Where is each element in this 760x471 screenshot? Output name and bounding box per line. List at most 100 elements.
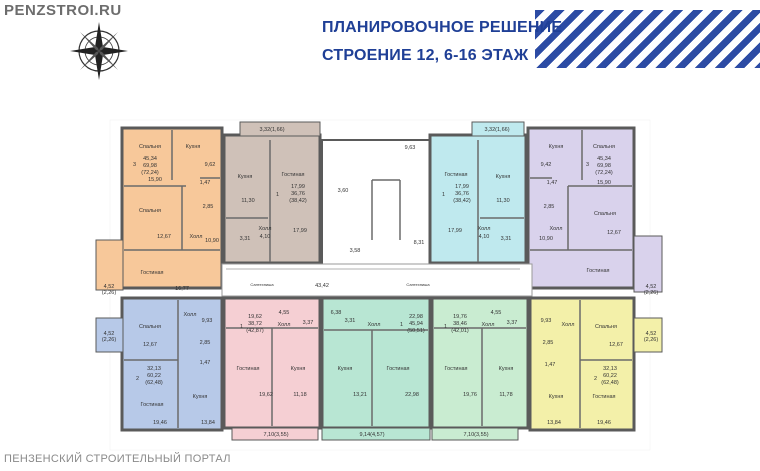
balcony-lightgreen (431, 427, 519, 441)
label: 19,76 (463, 392, 477, 398)
label: 69,98 (597, 163, 611, 169)
label: 3,60 (338, 188, 349, 194)
label: 19,76 (453, 314, 467, 320)
label: 60,22 (147, 373, 161, 379)
label: 9,93 (541, 318, 552, 324)
label: (72,24) (141, 170, 159, 176)
label: Гостиная (586, 268, 609, 274)
label: Сантехниша (250, 282, 274, 287)
balcony-green (321, 427, 431, 441)
label: 9,93 (202, 318, 213, 324)
label: Кухня (193, 394, 208, 400)
apt-blue (120, 296, 224, 432)
label: Холл (482, 322, 495, 328)
label: 10,90 (539, 236, 553, 242)
label: Кухня (549, 394, 564, 400)
label: Холл (278, 322, 291, 328)
label: (42,87) (246, 328, 264, 334)
label: (2,26) (644, 290, 659, 296)
label: Холл (478, 226, 491, 232)
label: Спальня (139, 144, 161, 150)
label: Спальня (139, 324, 161, 330)
decorative-stripes (535, 10, 760, 68)
label: Кухня (496, 174, 511, 180)
label: 4,55 (279, 310, 290, 316)
apt-yellow (528, 296, 636, 432)
label: 45,34 (143, 156, 157, 162)
label: 19,62 (248, 314, 262, 320)
label: (42,01) (451, 328, 469, 334)
label: Гостиная (444, 366, 467, 372)
label: Спальня (139, 208, 161, 214)
label: 10,90 (205, 238, 219, 244)
balcony-pink (231, 427, 319, 441)
label: 3,31 (240, 236, 251, 242)
label: (2,26) (644, 337, 659, 343)
label: 4,52 (646, 284, 657, 290)
label: Холл (190, 234, 203, 240)
label: 4,52 (104, 331, 115, 337)
label: 3,32(1,66) (259, 127, 284, 133)
label: 13,84 (547, 420, 561, 426)
label: 19,62 (259, 392, 273, 398)
label: 12,67 (157, 234, 171, 240)
label: 3,37 (303, 320, 314, 326)
label: 2 (594, 376, 597, 382)
label: (38,42) (453, 198, 471, 204)
balcony-yellow (633, 317, 663, 353)
apt-brown (222, 133, 322, 265)
label: 19,46 (597, 420, 611, 426)
label: Гостиная (386, 366, 409, 372)
label: (62,48) (601, 380, 619, 386)
label: Кухня (338, 366, 353, 372)
label: 45,34 (597, 156, 611, 162)
label: Спальня (593, 144, 615, 150)
compass-rose-icon (70, 22, 128, 80)
label: 8,31 (414, 240, 425, 246)
label: 12,67 (607, 230, 621, 236)
label: 1 (276, 192, 279, 198)
label: Гостиная (444, 172, 467, 178)
label: 1 (400, 322, 403, 328)
label: 9,14(4,57) (359, 432, 384, 438)
label: Кухня (549, 144, 564, 150)
label: 15,90 (148, 177, 162, 183)
balcony-orange (95, 239, 124, 291)
label: Гостиная (281, 172, 304, 178)
label: Спальня (594, 211, 616, 217)
label: Кухня (238, 174, 253, 180)
label: 32,13 (603, 366, 617, 372)
label: 2,85 (544, 204, 555, 210)
label: 9,62 (205, 162, 216, 168)
label: (38,42) (289, 198, 307, 204)
label: (62,48) (145, 380, 163, 386)
label: Холл (184, 312, 197, 318)
label: 1 (444, 324, 447, 330)
label: 2 (136, 376, 139, 382)
label: 1 (442, 192, 445, 198)
label: 2,85 (200, 340, 211, 346)
label: 11,78 (499, 392, 512, 398)
label: 1,47 (545, 362, 556, 368)
label: Спальня (595, 324, 617, 330)
label: 4,55 (491, 310, 502, 316)
label: 4,52 (104, 284, 115, 290)
label: 3,31 (501, 236, 512, 242)
label: 69,98 (143, 163, 157, 169)
interior-partitions (124, 130, 632, 428)
label: 4,10 (260, 234, 271, 240)
label: Гостиная (236, 366, 259, 372)
label: 12,67 (143, 342, 157, 348)
label: 11,30 (241, 198, 254, 204)
label: Холл (368, 322, 381, 328)
apt-green (320, 296, 432, 430)
title-line-1: ПЛАНИРОВОЧНОЕ РЕШЕНИЕ (322, 19, 563, 36)
label: 3,58 (350, 248, 361, 254)
label: 12,67 (609, 342, 623, 348)
label: 1,47 (200, 360, 211, 366)
label: 36,76 (291, 191, 305, 197)
label: 38,46 (453, 321, 467, 327)
apt-lightgreen (430, 296, 530, 430)
label: 1 (240, 324, 243, 330)
label: 13,84 (201, 420, 215, 426)
